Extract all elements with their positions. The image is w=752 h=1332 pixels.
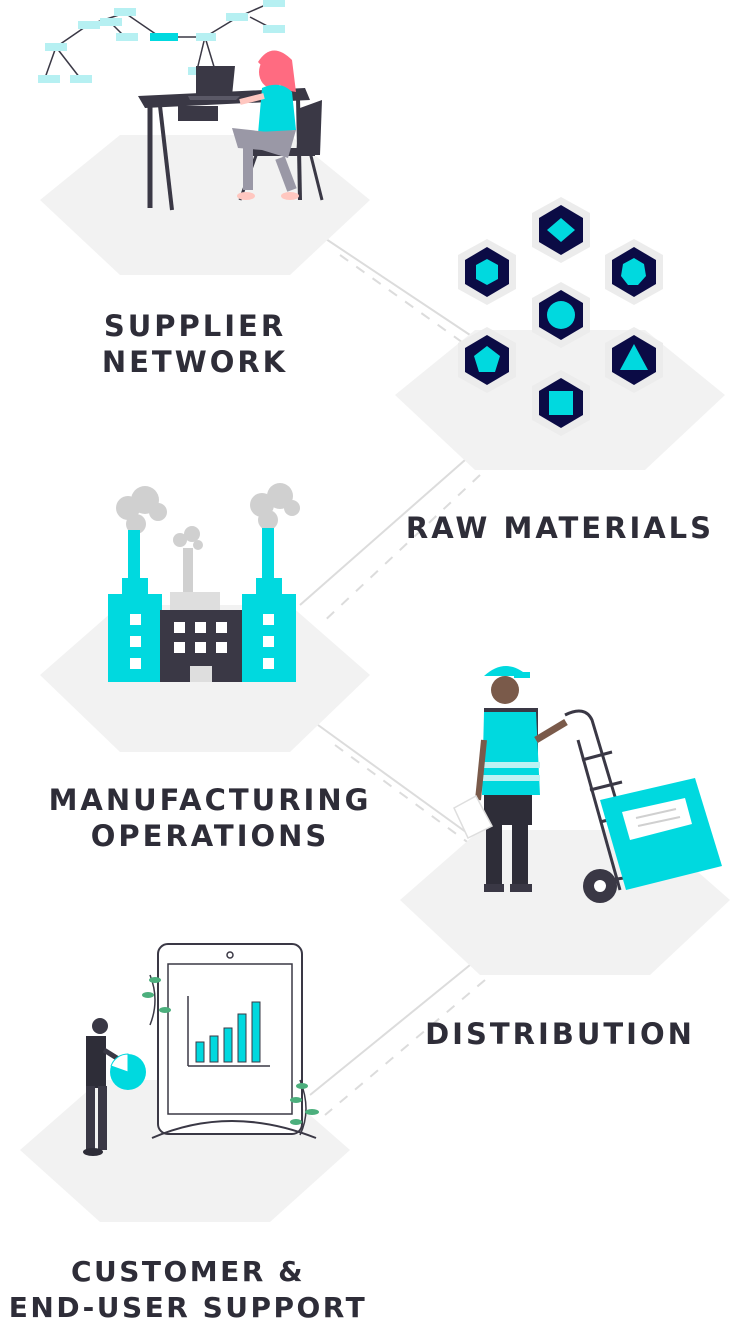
hex-platform-supplier bbox=[40, 135, 370, 275]
connector-lines bbox=[299, 234, 486, 1116]
step-label-line: DISTRIBUTION bbox=[425, 1017, 695, 1051]
step-label-line: SUPPLIER bbox=[103, 309, 287, 343]
step-label-line: NETWORK bbox=[101, 345, 289, 379]
shape-hexagon-icon bbox=[605, 327, 663, 393]
step-label-line: END-USER SUPPORT bbox=[8, 1291, 368, 1324]
shape-hexagon-icon bbox=[458, 239, 516, 305]
shape-hexagon-icon bbox=[532, 197, 590, 263]
desk-worker-icon bbox=[138, 50, 324, 211]
step-label-line: OPERATIONS bbox=[90, 819, 330, 853]
step-label-supplier-network: SUPPLIER NETWORK bbox=[70, 308, 320, 380]
org-chart-icon bbox=[38, 0, 285, 83]
tablet-chart-icon bbox=[83, 943, 319, 1156]
step-label-line: RAW MATERIALS bbox=[405, 511, 715, 545]
shape-hexagon-icon bbox=[605, 239, 663, 305]
step-label-customer-support: CUSTOMER & END-USER SUPPORT bbox=[0, 1254, 376, 1326]
shape-hexagon-icon bbox=[532, 282, 590, 348]
step-label-line: MANUFACTURING bbox=[48, 783, 372, 817]
step-label-distribution: DISTRIBUTION bbox=[415, 1016, 705, 1052]
step-label-manufacturing-operations: MANUFACTURING OPERATIONS bbox=[30, 782, 390, 854]
shape-hexagon-icon bbox=[458, 327, 516, 393]
step-label-line: CUSTOMER & bbox=[70, 1255, 306, 1288]
factory-icon bbox=[108, 483, 300, 682]
hand-truck-worker-icon bbox=[453, 666, 722, 903]
shape-hexagon-icon bbox=[532, 370, 590, 436]
raw-materials-icons bbox=[458, 197, 663, 436]
step-label-raw-materials: RAW MATERIALS bbox=[400, 510, 720, 546]
